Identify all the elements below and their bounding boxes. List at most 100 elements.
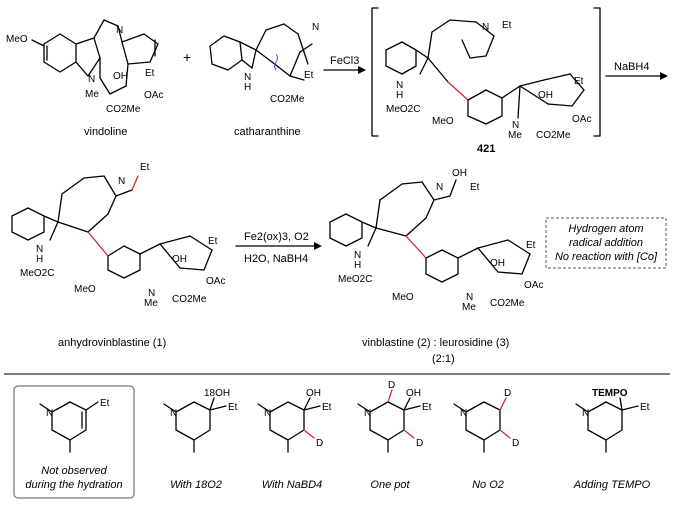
arrow-2-head (660, 72, 668, 80)
intermediate-421-structure (385, 19, 585, 125)
reagent-nabh4: NaBH4 (614, 61, 649, 73)
intermediate-n-plus: N (482, 22, 489, 33)
anhydro-nh: N (36, 244, 43, 255)
vinblastine-oac: OAc (524, 280, 543, 291)
anhydro-oac: OAc (206, 276, 225, 287)
intermediate-oh: OH (538, 90, 553, 101)
exp1-n: N (46, 408, 53, 419)
bracket-right (593, 7, 601, 137)
vindoline-co2me: CO2Me (106, 104, 141, 115)
intermediate-co2me: CO2Me (536, 130, 571, 141)
anhydro-h: H (36, 254, 43, 265)
experiment-3-structure (257, 397, 321, 453)
vinblastine-oh2: OH (490, 258, 505, 269)
reagent-fe-ox: Fe2(ox)3, O2 (244, 231, 309, 243)
vinblastine-me: Me (462, 302, 476, 313)
product-ratio: (2:1) (432, 353, 455, 365)
catharanthine-label: catharanthine (234, 126, 301, 138)
exp1-caption-2: during the hydration (25, 479, 122, 491)
intermediate-nh: N (396, 80, 403, 91)
exp2-n: N (170, 408, 177, 419)
experiment-6-structure (575, 397, 639, 453)
vinblastine-co2me: CO2Me (490, 298, 525, 309)
exp6-tempo: TEMPO (592, 388, 628, 399)
vindoline-structure (31, 19, 159, 95)
vindoline-oac: OAc (144, 90, 163, 101)
catharanthine-structure (209, 23, 313, 81)
anhydro-meo2c: MeO2C (20, 268, 54, 279)
exp5-caption: No O2 (472, 479, 504, 491)
anhydro-oh: OH (172, 254, 187, 265)
exp5-d-bottom: D (512, 438, 519, 449)
exp1-et: Et (100, 398, 110, 409)
arrow-3-head (314, 242, 322, 250)
anhydro-et: Et (140, 162, 150, 173)
vindoline-me: Me (85, 89, 99, 100)
catharanthine-et: Et (304, 70, 314, 81)
intermediate-me: Me (508, 130, 522, 141)
exp3-caption: With NaBD4 (262, 479, 322, 491)
exp4-et: Et (422, 402, 432, 413)
reagent-h2o-nabh4: H2O, NaBH4 (244, 253, 308, 265)
exp5-n: N (460, 408, 467, 419)
exp4-n: N (364, 408, 371, 419)
exp4-d-top: D (388, 380, 395, 391)
exp5-d-top: D (504, 388, 511, 399)
not-observed-box (13, 385, 135, 499)
experiment-5-structure (453, 397, 511, 453)
catharanthine-n: N (312, 22, 319, 33)
experiment-4-structure (357, 389, 421, 453)
vinblastine-meo2c: MeO2C (338, 274, 372, 285)
exp1-caption-1: Not observed (41, 465, 107, 477)
exp4-oh: OH (406, 388, 421, 399)
vindoline-n2: N (88, 74, 95, 85)
catharanthine-nh: N (244, 72, 251, 83)
exp3-oh: OH (306, 388, 321, 399)
exp3-et: Et (322, 402, 332, 413)
vindoline-n: N (116, 25, 123, 36)
vinblastine-n2: N (466, 292, 473, 303)
exp3-d: D (316, 438, 323, 449)
note-line-1: Hydrogen atom (568, 223, 643, 235)
anhydro-meo: MeO (74, 284, 96, 295)
experiment-2-structure (163, 397, 227, 453)
vinblastine-h: H (354, 260, 361, 271)
plus-sign: + (183, 49, 191, 65)
product-label: vinblastine (2) : leurosidine (3) (362, 337, 509, 349)
anhydro-co2me: CO2Me (172, 294, 207, 305)
intermediate-n2: N (512, 120, 519, 131)
exp4-d-bottom: D (416, 438, 423, 449)
exp4-caption: One pot (370, 479, 410, 491)
intermediate-oac: OAc (572, 114, 591, 125)
exp2-et: Et (228, 402, 238, 413)
catharanthine-h: H (244, 82, 251, 93)
intermediate-meo2c: MeO2C (386, 104, 420, 115)
vindoline-oh: OH (113, 71, 128, 82)
exp2-18oh: 18OH (204, 388, 230, 399)
reagent-fecl3: FeCl3 (330, 55, 359, 67)
exp2-caption: With 18O2 (170, 479, 222, 491)
experiment-1-structure (39, 401, 99, 453)
exp6-caption: Adding TEMPO (573, 479, 651, 491)
anhydro-et2: Et (208, 236, 218, 247)
intermediate-et: Et (502, 20, 512, 31)
exp3-n: N (264, 408, 271, 419)
anhydro-n2: N (148, 288, 155, 299)
intermediate-meo: MeO (432, 116, 454, 127)
note-line-3: No reaction with [Co] (555, 251, 658, 263)
vindoline-label: vindoline (84, 126, 127, 138)
vinblastine-et2: Et (526, 240, 536, 251)
vinblastine-n: N (436, 182, 443, 193)
vindoline-meo: MeO (6, 34, 28, 45)
anhydrovinblastine-label: anhydrovinblastine (1) (58, 337, 166, 349)
intermediate-h: H (396, 90, 403, 101)
vinblastine-oh: OH (452, 168, 467, 179)
exp6-n: N (582, 408, 589, 419)
catharanthine-cleavage-wavy (274, 53, 278, 71)
vinblastine-meo: MeO (392, 292, 414, 303)
intermediate-et2: Et (574, 76, 584, 87)
vinblastine-nh: N (354, 250, 361, 261)
anhydro-n: N (118, 176, 125, 187)
bracket-left (371, 7, 379, 137)
mechanism-note-box (545, 217, 667, 269)
